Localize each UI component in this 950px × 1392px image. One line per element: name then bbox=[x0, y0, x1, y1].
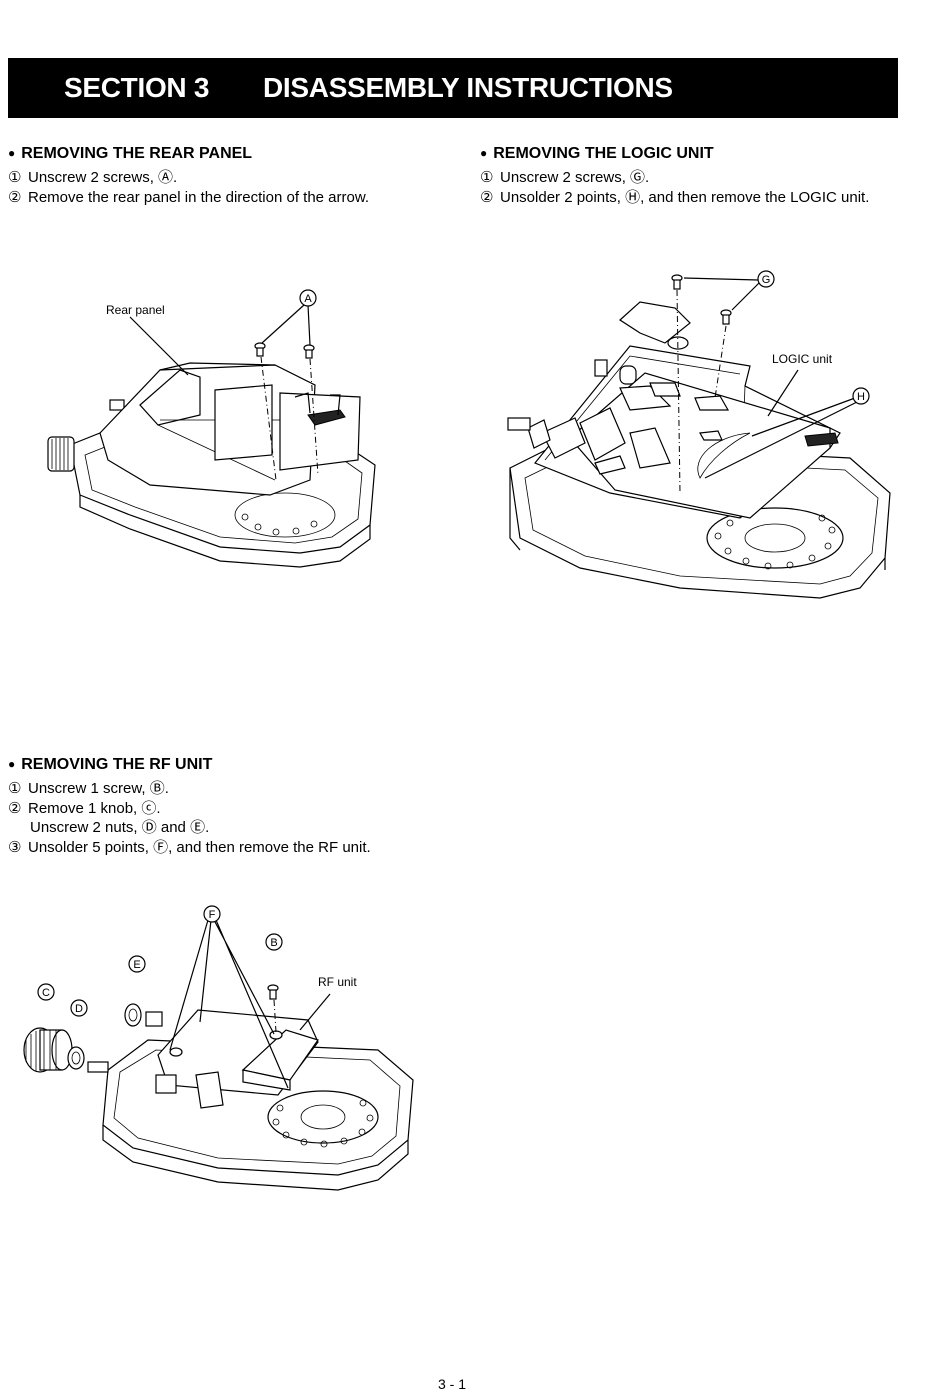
screw-icon bbox=[671, 274, 683, 290]
rf-unit-step-2b: Unscrew 2 nuts, Ⓓ and Ⓔ. bbox=[30, 819, 210, 836]
rear-panel-part-label: Rear panel bbox=[106, 303, 165, 317]
section-header-bar: SECTION 3 DISASSEMBLY INSTRUCTIONS bbox=[8, 58, 898, 118]
page-number: 3 - 1 bbox=[438, 1376, 467, 1392]
rf-unit-figure: F B E C D RF unit bbox=[18, 900, 418, 1191]
rf-unit-heading: ●REMOVING THE RF UNIT bbox=[8, 756, 213, 773]
screw-icon bbox=[254, 342, 266, 357]
callout-c-icon bbox=[37, 983, 55, 1001]
callout-e-letter: E bbox=[133, 959, 140, 971]
nut-d-icon bbox=[67, 1046, 85, 1070]
screw-icon bbox=[720, 309, 732, 325]
callout-c-letter: C bbox=[42, 987, 50, 999]
screw-icon bbox=[267, 984, 279, 1000]
callout-b-icon bbox=[265, 933, 283, 951]
callout-f-letter: F bbox=[209, 909, 216, 921]
logic-unit-heading: ●REMOVING THE LOGIC UNIT bbox=[480, 145, 714, 162]
callout-g-icon bbox=[757, 270, 775, 288]
callout-d-letter: D bbox=[75, 1003, 83, 1015]
callout-h-letter: H bbox=[857, 391, 865, 403]
bullet-icon: ● bbox=[8, 146, 16, 160]
callout-g-letter: G bbox=[762, 274, 771, 286]
screw-icon bbox=[303, 344, 315, 359]
callout-h-icon bbox=[852, 387, 870, 405]
bullet-icon: ● bbox=[8, 757, 16, 771]
callout-f-icon bbox=[203, 905, 221, 923]
callout-a-icon bbox=[299, 289, 317, 307]
callout-d-icon bbox=[70, 999, 88, 1017]
bullet-icon: ● bbox=[480, 146, 488, 160]
callout-a-letter: A bbox=[304, 293, 312, 305]
rear-panel-heading: ●REMOVING THE REAR PANEL bbox=[8, 145, 253, 162]
section-title: DISASSEMBLY INSTRUCTIONS bbox=[263, 72, 673, 103]
logic-unit-figure: G H LOGIC unit bbox=[500, 268, 900, 613]
rf-unit-part-label: RF unit bbox=[318, 975, 357, 989]
callout-e-icon bbox=[128, 955, 146, 973]
logic-unit-part-label: LOGIC unit bbox=[772, 352, 833, 366]
callout-b-letter: B bbox=[270, 937, 277, 949]
nut-e-icon bbox=[124, 1003, 142, 1027]
knob-icon bbox=[23, 1027, 73, 1073]
rear-panel-figure: A Rear panel bbox=[40, 285, 400, 575]
section-number: SECTION 3 bbox=[64, 72, 210, 103]
